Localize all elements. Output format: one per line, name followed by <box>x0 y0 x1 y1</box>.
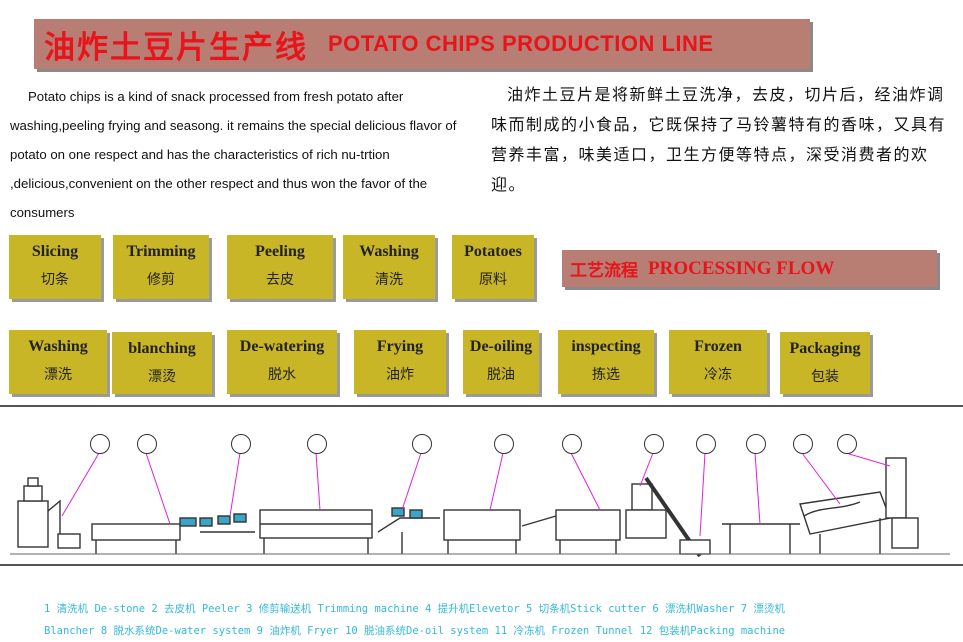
intro-chinese: 油炸土豆片是将新鲜土豆洗净，去皮，切片后，经油炸调味而制成的小食品，它既保持了马… <box>491 85 947 194</box>
callout-5 <box>412 434 432 454</box>
divider-bottom <box>0 564 963 566</box>
callout-4 <box>307 434 327 454</box>
step-slicing: Slicing 切条 <box>9 235 101 299</box>
machine-packaging <box>799 457 919 554</box>
machine-inspection-belt <box>722 523 800 554</box>
legend-line-2: Blancher 8 脱水系统De-water system 9 油炸机 Fry… <box>44 625 786 637</box>
callout-6 <box>494 434 514 454</box>
machine-fryer <box>443 509 521 554</box>
step-frying: Frying 油炸 <box>354 330 446 394</box>
step-trimming: Trimming 修剪 <box>113 235 209 299</box>
step-inspecting: inspecting 拣选 <box>558 330 654 394</box>
callout-7 <box>562 434 582 454</box>
equipment-legend: 1 清洗机 De-stone 2 去皮机 Peeler 3 修剪输送机 Trim… <box>44 598 944 642</box>
callout-3 <box>231 434 251 454</box>
title-english: POTATO CHIPS PRODUCTION LINE <box>328 31 714 56</box>
divider-top <box>0 405 963 407</box>
callout-12 <box>837 434 857 454</box>
intro-english: Potato chips is a kind of snack processe… <box>10 89 457 220</box>
callout-9 <box>696 434 716 454</box>
machine-dewater <box>377 507 440 554</box>
step-frozen: Frozen 冷冻 <box>669 330 767 394</box>
callout-10 <box>746 434 766 454</box>
callout-1 <box>90 434 110 454</box>
machine-deoil <box>521 509 621 554</box>
step-blanching: blanching 漂烫 <box>112 332 212 394</box>
machine-peeler <box>91 517 197 554</box>
step-washing-rinse: Washing 漂洗 <box>9 330 107 394</box>
step-washing: Washing 清洗 <box>343 235 435 299</box>
production-line-diagram <box>10 452 950 558</box>
title-banner: 油炸土豆片生产线 POTATO CHIPS PRODUCTION LINE <box>34 19 810 69</box>
legend-line-1: 1 清洗机 De-stone 2 去皮机 Peeler 3 修剪输送机 Trim… <box>44 603 785 615</box>
callout-8 <box>644 434 664 454</box>
step-packaging: Packaging 包装 <box>780 332 870 394</box>
callout-2 <box>137 434 157 454</box>
callout-11 <box>793 434 813 454</box>
machine-freezer <box>625 476 711 558</box>
step-peeling: Peeling 去皮 <box>227 235 333 299</box>
step-potatoes: Potatoes 原料 <box>452 235 534 299</box>
machine-blancher <box>259 509 373 554</box>
processing-flow-banner: 工艺流程 PROCESSING FLOW <box>562 250 937 287</box>
title-chinese: 油炸土豆片生产线 <box>44 29 308 66</box>
machine-destoner <box>17 477 81 549</box>
machine-trimming <box>199 513 255 533</box>
step-de-oiling: De-oiling 脱油 <box>463 330 539 394</box>
step-de-watering: De-watering 脱水 <box>227 330 337 394</box>
callout-lines <box>61 452 891 537</box>
